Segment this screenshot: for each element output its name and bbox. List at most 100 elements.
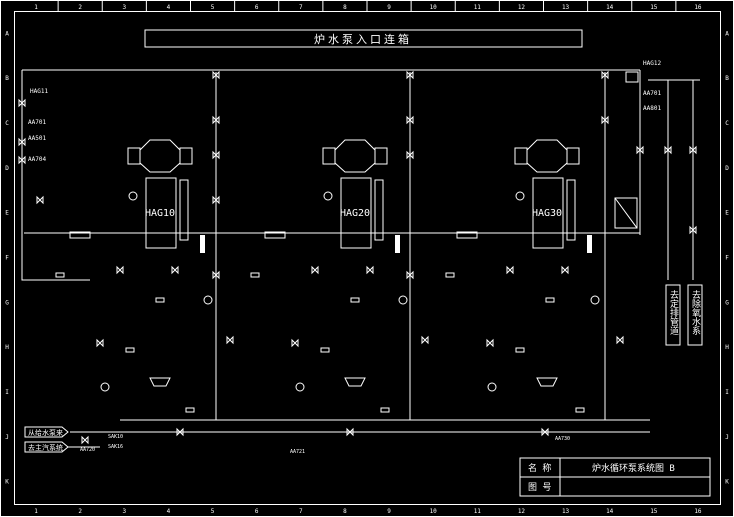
inlet-label-1: 从给水泵来: [28, 428, 63, 437]
grid-col-label-bottom: 12: [518, 508, 526, 515]
valve-icon: [212, 115, 220, 125]
title-name-label: 名 称: [528, 462, 551, 474]
pump-motor-body: [340, 177, 372, 249]
grid-col-label-top: 2: [78, 4, 82, 11]
pump-indicator: [395, 235, 400, 253]
pump-label: HAG30: [532, 208, 562, 219]
grid-row-label-right: K: [725, 479, 729, 486]
grid-col-label-top: 8: [343, 4, 347, 11]
grid-row-label-right: E: [725, 210, 729, 217]
title-block: [519, 457, 711, 497]
temperature-indicator-icon: [487, 382, 497, 392]
valve-icon: [689, 225, 697, 235]
grid-row-label-right: B: [725, 75, 729, 82]
drain-funnel-icon: [536, 377, 558, 387]
pump-label: HAG10: [145, 208, 175, 219]
pump-flange-left: [322, 147, 336, 165]
grid-col-label-bottom: 10: [430, 508, 438, 515]
grid-row-label-left: F: [5, 255, 9, 262]
pump-flange-left: [514, 147, 528, 165]
grid-row-label-left: K: [5, 479, 9, 486]
title-name-value: 炉水循环泵系统图 B: [592, 462, 675, 474]
grid-row-label-right: J: [725, 434, 729, 441]
heat-exchanger-body: [614, 197, 638, 229]
grid-col-label-top: 9: [387, 4, 391, 11]
instrument-tag-icon: [185, 407, 195, 413]
pump-flange-left: [127, 147, 141, 165]
valve-icon: [636, 145, 644, 155]
pump-indicator: [200, 235, 205, 253]
pump-group: HAG30: [456, 139, 600, 392]
grid-col-label-top: 15: [650, 4, 658, 11]
grid-col-label-top: 12: [518, 4, 526, 11]
grid-column-labels: 1122334455667788991010111112121313141415…: [34, 1, 702, 515]
grid-row-label-left: G: [5, 299, 9, 306]
piping: [21, 69, 700, 448]
temperature-indicator-icon: [100, 382, 110, 392]
grid-col-label-top: 10: [430, 4, 438, 11]
tag-aa730: AA730: [555, 436, 570, 442]
label-hag12: HAG12: [643, 60, 661, 67]
inlet-arrow-2: [24, 441, 69, 453]
grid-col-label-bottom: 14: [606, 508, 614, 515]
grid-col-label-top: 14: [606, 4, 614, 11]
label-aa801-right: AA801: [643, 105, 661, 112]
instrument-tag-icon: [320, 347, 330, 353]
valve-icon: [291, 338, 299, 348]
grid-row-label-left: I: [5, 389, 9, 396]
valve-icon: [601, 70, 609, 80]
grid-col-label-top: 1: [34, 4, 38, 11]
grid-col-label-top: 4: [167, 4, 171, 11]
grid-col-label-top: 7: [299, 4, 303, 11]
temperature-indicator-icon: [295, 382, 305, 392]
grid-col-label-top: 13: [562, 4, 570, 11]
vertical-label-2: 去除氧水系: [690, 289, 701, 335]
pump-head: [334, 139, 376, 173]
pump-side-pipe: [374, 179, 384, 241]
grid-row-label-left: C: [5, 120, 9, 127]
grid-row-label-right: D: [725, 165, 729, 172]
collector-box: [69, 231, 91, 239]
pump-motor-body: [532, 177, 564, 249]
grid-col-label-bottom: 11: [474, 508, 482, 515]
collector-box: [264, 231, 286, 239]
grid-row-label-left: H: [5, 344, 9, 351]
instrument-tag-icon: [445, 272, 455, 278]
heat-exchanger-diagonal: [614, 197, 638, 229]
title-drawing-no-label: 图 号: [528, 482, 551, 493]
grid-col-label-top: 11: [474, 4, 482, 11]
inlet-label-2: 去主汽系统: [28, 443, 63, 452]
pump-side-pipe: [179, 179, 189, 241]
pump-head: [526, 139, 568, 173]
pump-motor-body: [145, 177, 177, 249]
flow-indicator-icon: [590, 295, 600, 305]
valve-icon: [311, 265, 319, 275]
inner-border: [14, 11, 721, 505]
tag-aa720: AA720: [80, 447, 95, 453]
valve-icon: [171, 265, 179, 275]
pump-indicator: [587, 235, 592, 253]
instrument-tag-icon: [350, 297, 360, 303]
pressure-gauge-icon: [515, 191, 525, 201]
instrument-tag-icon: [250, 272, 260, 278]
grid-row-label-right: G: [725, 299, 729, 306]
valve-icon: [541, 427, 549, 437]
valve-icon: [664, 145, 672, 155]
grid-col-label-top: 3: [123, 4, 127, 11]
valve-icon: [212, 70, 220, 80]
instrument-tag-icon: [125, 347, 135, 353]
flow-indicator-icon: [203, 295, 213, 305]
valve-icon: [601, 115, 609, 125]
valve-icon: [18, 98, 26, 108]
label-hag11: HAG11: [30, 88, 48, 95]
grid-row-label-left: D: [5, 165, 9, 172]
grid-row-label-left: A: [5, 30, 9, 37]
flow-indicator-icon: [398, 295, 408, 305]
label-aa701-right: AA701: [643, 90, 661, 97]
grid-col-label-top: 16: [694, 4, 702, 11]
vertical-box-2: [687, 284, 703, 346]
grid-row-label-left: J: [5, 434, 9, 441]
pump-flange-right: [179, 147, 193, 165]
inlet-arrow-1: [24, 426, 69, 438]
